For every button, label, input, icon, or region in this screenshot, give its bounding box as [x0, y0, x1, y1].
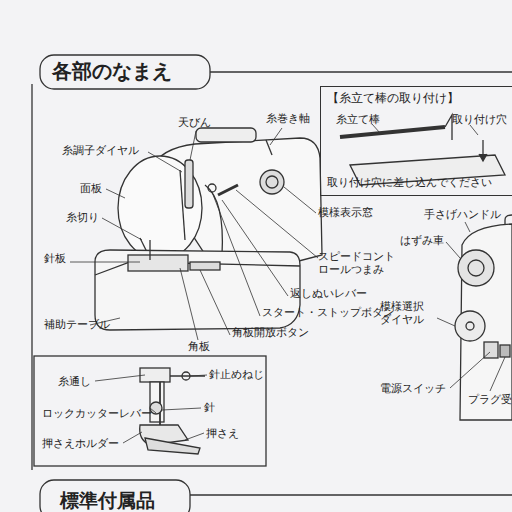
inset-box: 【糸立て棒の取り付け】取り付け穴に差し込んでください [320, 86, 512, 196]
part-name: 押さえホルダー [42, 437, 119, 450]
part-name: スタート・ストップボタン [262, 306, 394, 319]
part-name: 模様選択 ダイヤル [380, 300, 436, 326]
part-name: 針板 [44, 252, 66, 265]
part-name: 糸調子ダイヤル [62, 144, 139, 157]
part-name: はずみ車 [400, 234, 444, 247]
part-name: 模様表示窓 [318, 206, 373, 219]
part-name: プラグ受 [468, 393, 512, 406]
part-name: スピードコント ロールつまみ [318, 250, 404, 276]
detail-frame [34, 356, 266, 466]
part-name: 手さげハンドル [424, 208, 501, 221]
inset-note: 取り付け穴に差し込んでください [327, 175, 508, 190]
frame-line [31, 84, 32, 470]
leader-lines [70, 124, 505, 443]
part-name: 糸通し [58, 375, 91, 388]
part-name: 押さえ [206, 427, 239, 440]
part-name: 取り付け穴 [452, 113, 507, 126]
frame-line [190, 494, 512, 495]
part-name: 電源スイッチ [380, 382, 446, 395]
title-tab [40, 55, 210, 89]
part-name: 補助テーブル [44, 318, 110, 331]
sewing-machine [95, 128, 322, 330]
part-name: 針 [204, 401, 215, 414]
part-name: 角板 [188, 340, 210, 353]
section-tab [40, 480, 190, 512]
section-title: 各部のなまえ [52, 59, 172, 83]
frame-line [210, 71, 512, 72]
part-name: 糸立て棒 [336, 113, 380, 126]
part-name: 角板開放ボタン [232, 326, 309, 339]
part-name: 針止めねじ [209, 368, 264, 381]
part-name: 糸巻き軸 [266, 112, 310, 125]
part-name: 天びん [178, 116, 211, 129]
inset-heading: 【糸立て棒の取り付け】 [327, 91, 508, 106]
section-heading: 標準付属品 [60, 489, 155, 512]
machine-side-view [455, 215, 512, 420]
part-name: 面板 [80, 182, 102, 195]
part-name: 糸切り [66, 211, 99, 224]
part-name: ロックカッターレバー [42, 407, 152, 420]
part-name: 返しぬいレバー [290, 287, 367, 300]
